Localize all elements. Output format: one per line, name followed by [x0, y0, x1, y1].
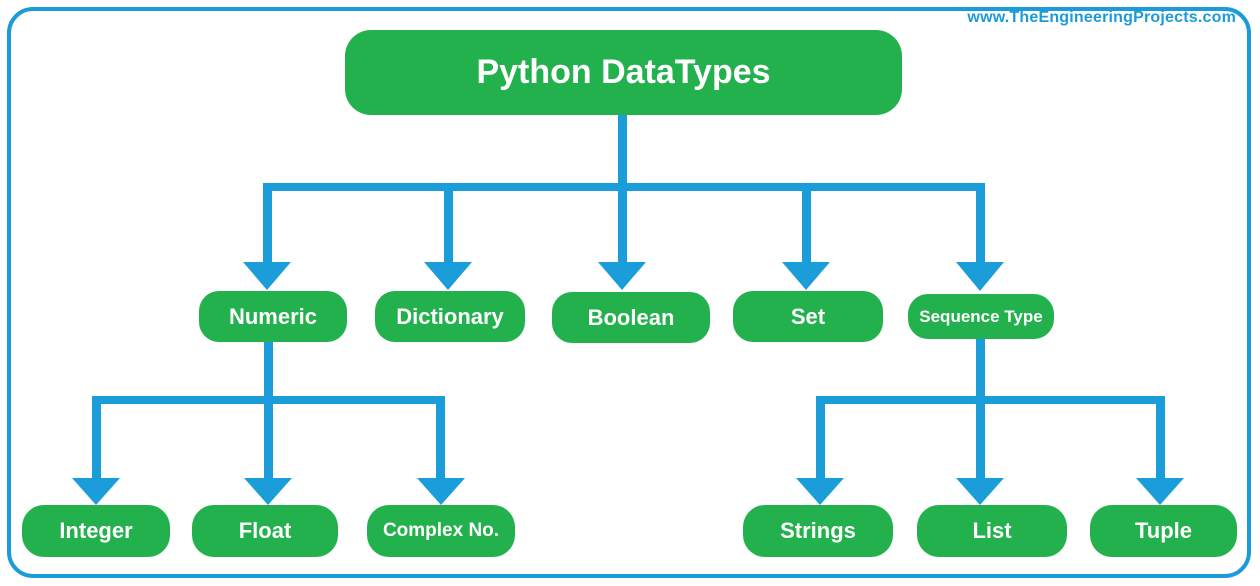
watermark: www.TheEngineeringProjects.com — [967, 9, 1236, 26]
arrowhead-numeric-icon — [243, 262, 291, 290]
arrowhead-dictionary-icon — [424, 262, 472, 290]
arrowhead-set-icon — [782, 262, 830, 290]
connector-level1 — [243, 113, 1004, 291]
node-set: Set — [733, 291, 883, 342]
node-integer: Integer — [22, 505, 170, 557]
node-strings: Strings — [743, 505, 893, 557]
arrowhead-float-icon — [244, 478, 292, 505]
arrowhead-strings-icon — [796, 478, 844, 505]
arrowhead-integer-icon — [72, 478, 120, 505]
arrowhead-tuple-icon — [1136, 478, 1184, 505]
node-dictionary: Dictionary — [375, 291, 525, 342]
connector-sequence-children — [796, 339, 1184, 505]
node-boolean: Boolean — [552, 292, 710, 343]
connector-numeric-children — [72, 342, 465, 505]
node-sequence-type: Sequence Type — [908, 294, 1054, 339]
node-float: Float — [192, 505, 338, 557]
node-numeric: Numeric — [199, 291, 347, 342]
arrowhead-sequence-type-icon — [956, 262, 1004, 291]
arrowhead-complex-no-icon — [417, 478, 465, 505]
node-list: List — [917, 505, 1067, 557]
node-complex-no: Complex No. — [367, 505, 515, 557]
node-python-datatypes: Python DataTypes — [345, 30, 902, 115]
arrowhead-boolean-icon — [598, 262, 646, 290]
node-tuple: Tuple — [1090, 505, 1237, 557]
arrowhead-list-icon — [956, 478, 1004, 505]
